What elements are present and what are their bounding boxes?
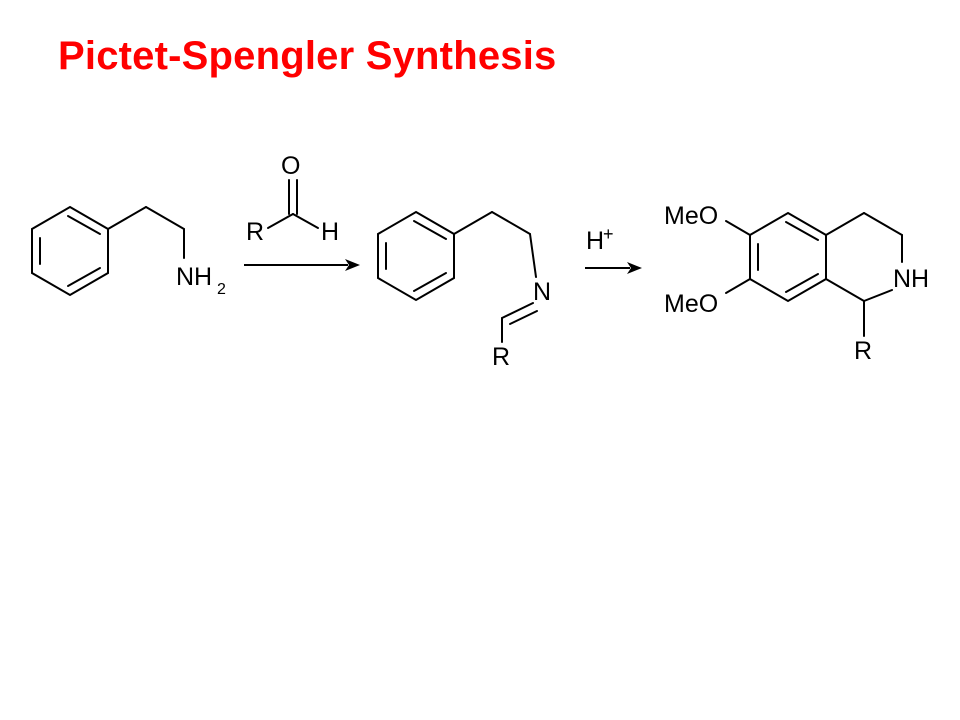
imine-double-bond [501,302,534,319]
imine-nitrogen: N [533,278,551,306]
product-r-group: R [854,337,872,365]
reactant-chain-bond [107,206,147,230]
imine-r-group: R [492,343,510,371]
aldehyde-oxygen: O [281,152,300,180]
imine-intermediate: N R [377,210,551,371]
methoxy-bottom-label: MeO [664,290,718,318]
reaction-arrow-1 [244,259,360,271]
aldehyde-r-group: R [246,218,264,246]
imine-double-bond [509,310,538,325]
amine-label: NH [176,263,212,291]
reactant-benzene-ring [31,205,109,297]
methoxy-bottom-bond [725,278,751,294]
slide-title: Pictet-Spengler Synthesis [58,34,557,78]
aldehyde-hydrogen: H [321,218,339,246]
product-tetrahydroisoquinoline: NH R MeO MeO [664,202,929,365]
methoxy-top-bond [725,220,751,236]
imine-benzene-ring [377,210,455,302]
aldehyde-reagent: O R H [246,152,339,246]
methoxy-top-label: MeO [664,202,718,230]
amine-subscript: 2 [217,281,226,298]
product-piperidine-ring [825,212,903,302]
product-aromatic-ring [749,211,827,303]
product-amine: NH [893,265,929,293]
acid-symbol: H [586,227,604,255]
reactant-chain-bond [145,206,185,230]
reaction-arrow-2: H + [585,224,642,274]
acid-charge: + [603,224,614,244]
reactant-phenethylamine: NH 2 [31,205,226,298]
